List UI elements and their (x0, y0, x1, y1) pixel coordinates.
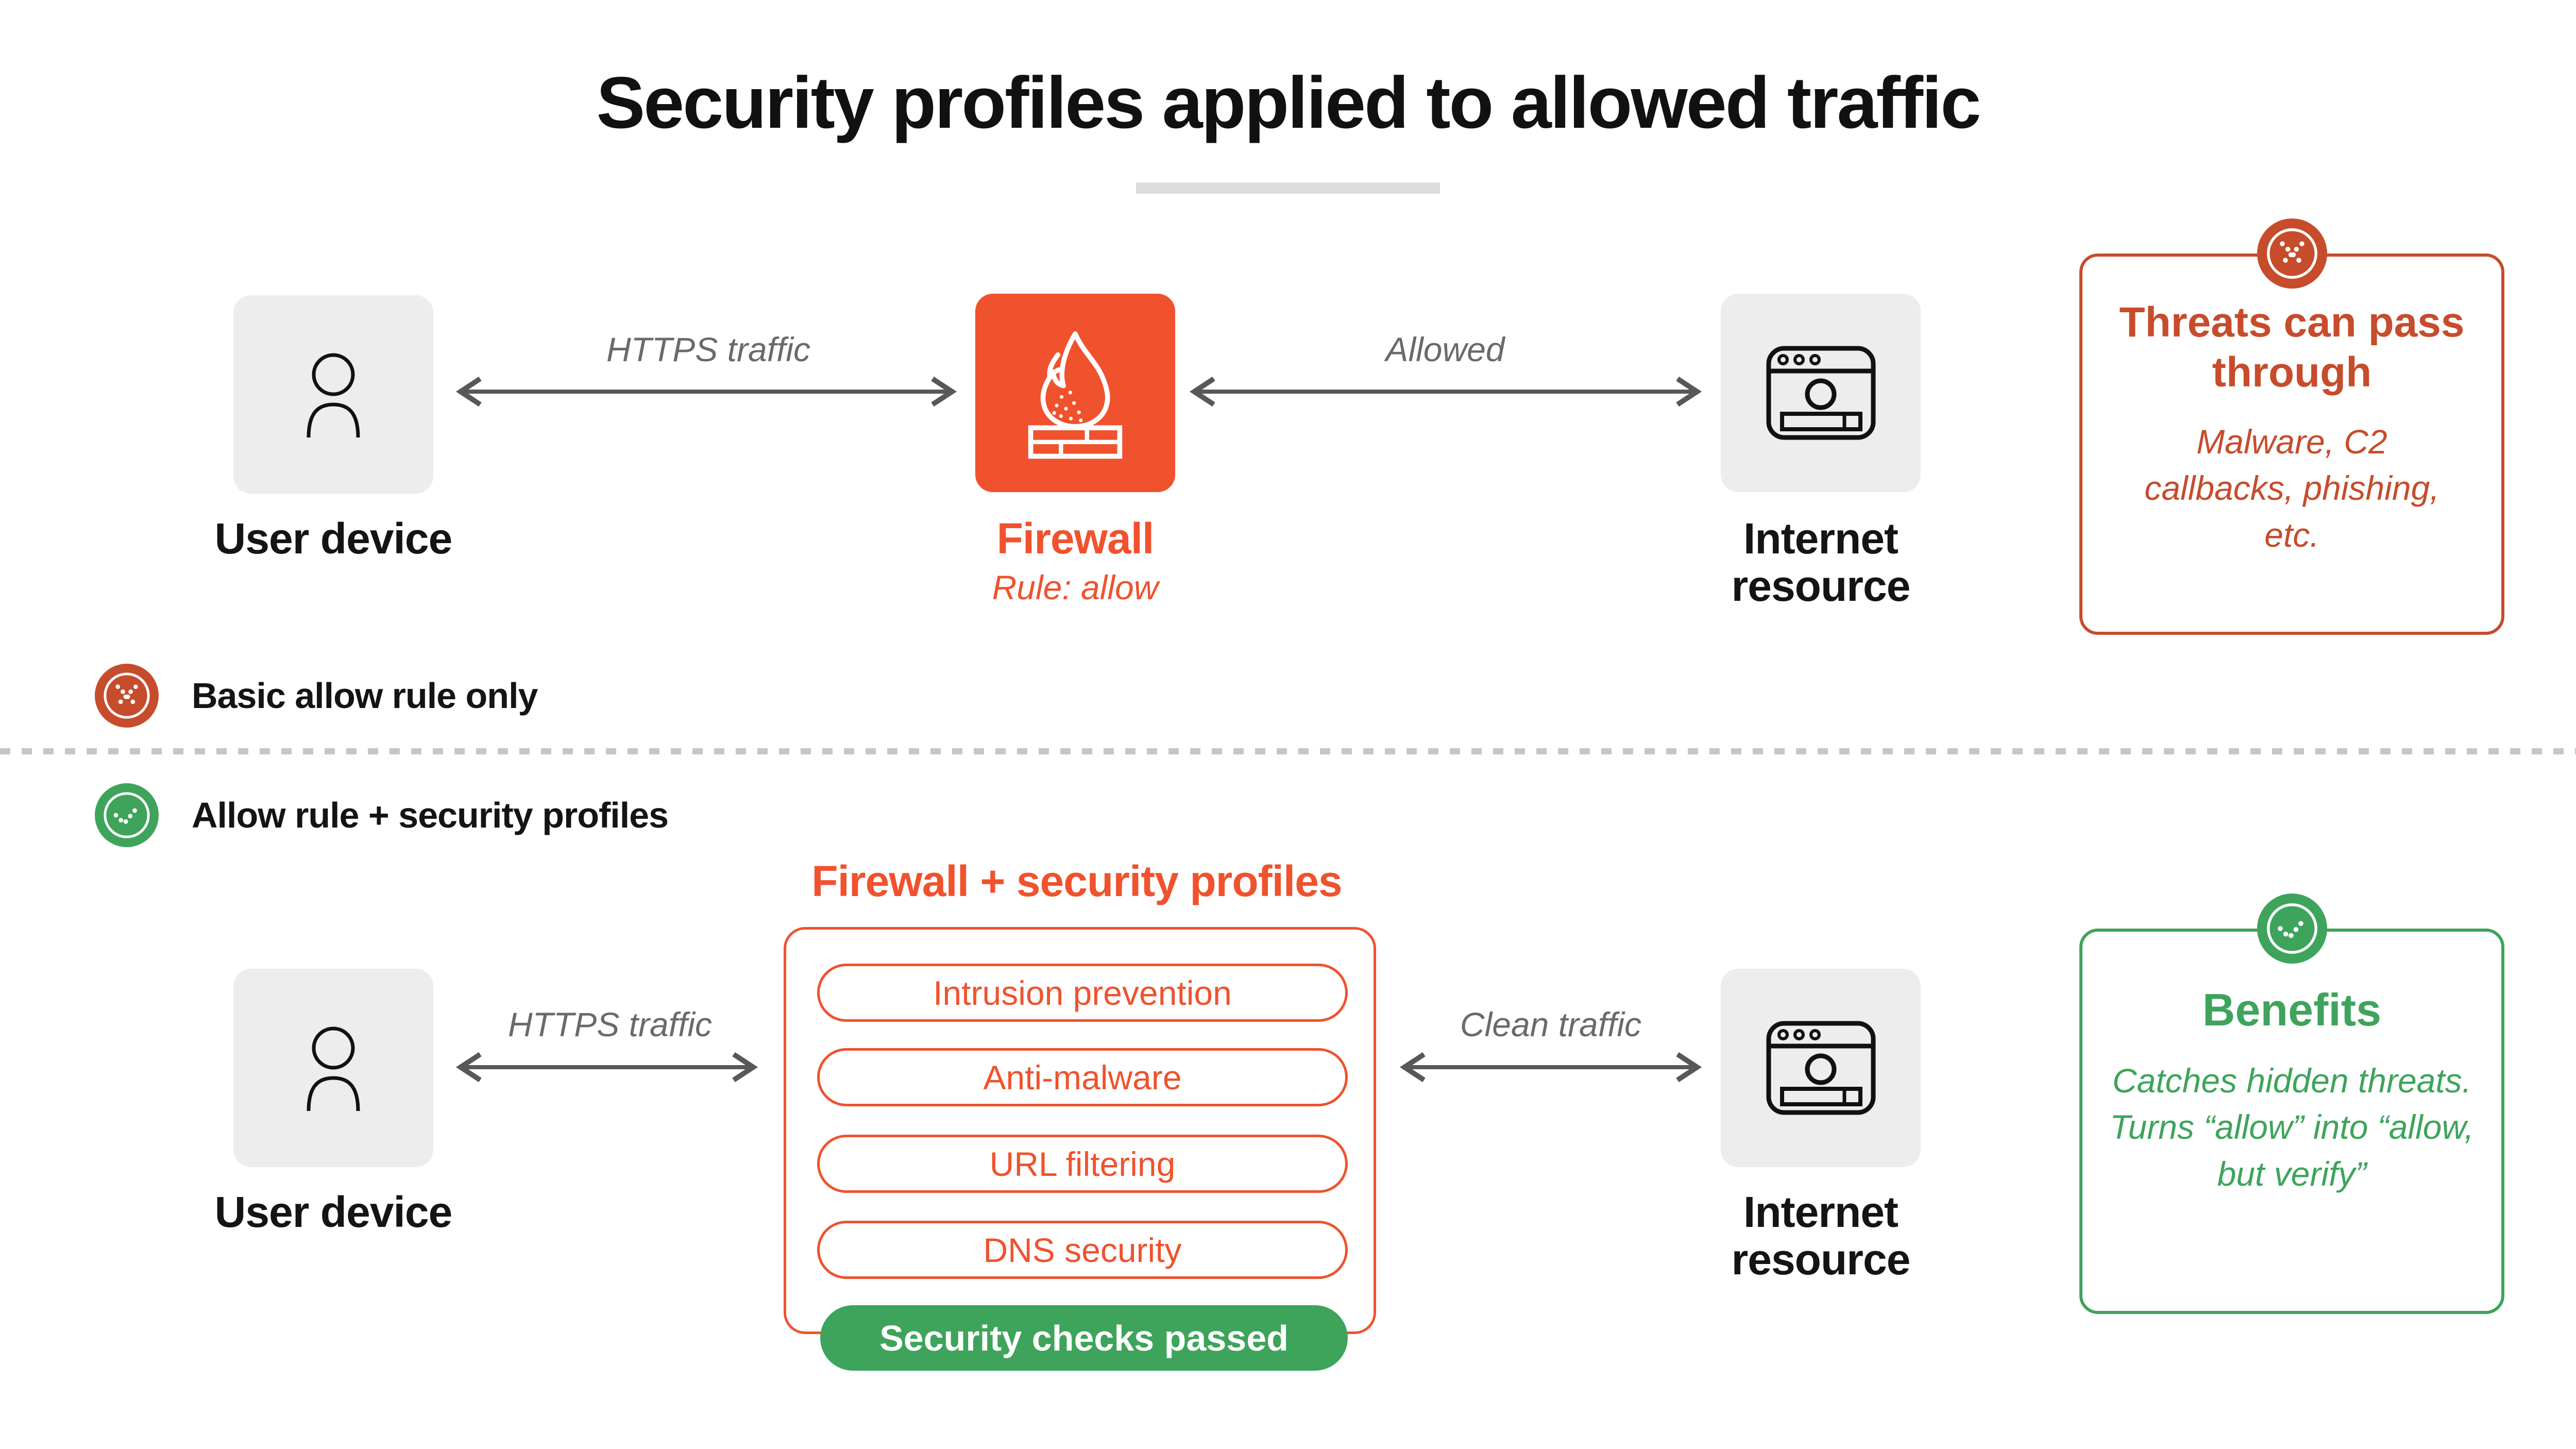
user-device-label-1: User device (214, 514, 453, 563)
firewall-profiles-box-title: Firewall + security profiles (811, 857, 1342, 905)
basic-allow-rule-label: Basic allow rule only (192, 676, 538, 716)
threats-callout-title: Threats can pass through (2119, 299, 2465, 396)
person-icon (302, 1024, 364, 1112)
check-circle-icon (2257, 894, 2327, 964)
profile-pill-intrusion-prevention: Intrusion prevention (817, 964, 1348, 1022)
https-traffic-label-2: HTTPS traffic (507, 1005, 713, 1043)
basic-allow-badge-icon (95, 664, 159, 728)
security-checks-passed-pill: Security checks passed (820, 1305, 1348, 1371)
benefits-callout-title: Benefits (2202, 984, 2382, 1035)
internet-resource-label-1: Internet resource (1731, 514, 1911, 610)
crossed-circle-icon (2257, 218, 2327, 289)
allow-rule-profiles-label: Allow rule + security profiles (192, 795, 669, 835)
internet-resource-box-2 (1721, 969, 1921, 1167)
threats-callout-body: Malware, C2 callbacks, phishing, etc. (2144, 423, 2439, 554)
https-traffic-arrow-1 (453, 376, 959, 407)
firewall-label: Firewall (996, 514, 1155, 563)
https-traffic-label-1: HTTPS traffic (606, 330, 811, 368)
allow-rule-badge-icon (95, 783, 159, 847)
title-underline (1136, 182, 1440, 194)
clean-traffic-label: Clean traffic (1460, 1005, 1642, 1043)
browser-window-icon (1766, 1020, 1876, 1116)
firewall-box (975, 294, 1175, 492)
user-device-box-2 (233, 969, 433, 1167)
https-traffic-arrow-2 (453, 1052, 760, 1083)
internet-resource-label-2: Internet resource (1731, 1188, 1911, 1284)
allowed-arrow (1187, 376, 1704, 407)
section-divider (0, 748, 2576, 754)
user-device-box-1 (233, 295, 433, 494)
page-title: Security profiles applied to allowed tra… (596, 62, 1981, 144)
clean-traffic-arrow (1397, 1052, 1704, 1083)
flame-brick-icon (1013, 326, 1137, 460)
browser-window-icon (1766, 345, 1876, 441)
profile-pill-url-filtering: URL filtering (817, 1135, 1348, 1193)
threats-callout (2079, 254, 2504, 635)
internet-resource-box-1 (1721, 294, 1921, 492)
benefits-callout-body: Catches hidden threats. Turns “allow” in… (2110, 1062, 2474, 1193)
profile-pill-dns-security: DNS security (817, 1221, 1348, 1279)
profile-pill-anti-malware: Anti-malware (817, 1048, 1348, 1106)
firewall-rule-label: Rule: allow (992, 568, 1159, 606)
allowed-label: Allowed (1385, 330, 1505, 368)
person-icon (302, 351, 364, 439)
user-device-label-2: User device (214, 1188, 453, 1236)
